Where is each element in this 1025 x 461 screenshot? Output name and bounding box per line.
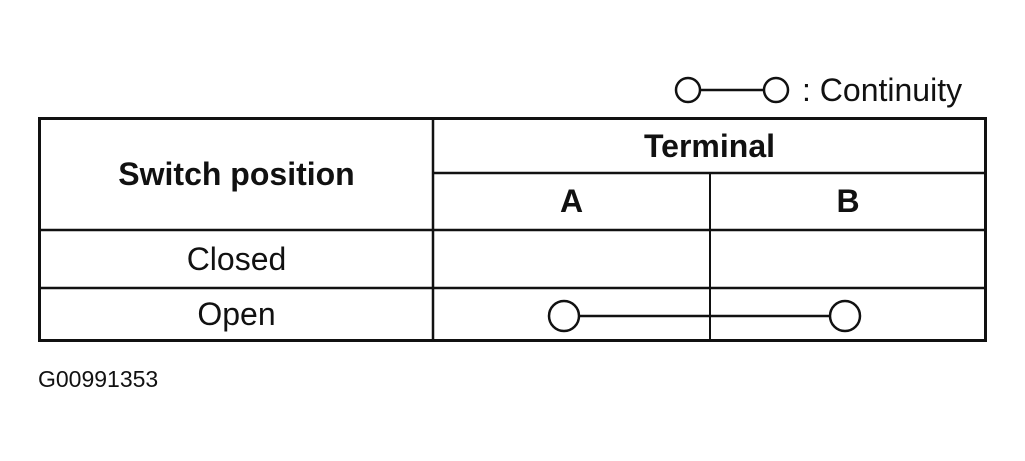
- header-terminal-a: A: [559, 183, 584, 219]
- header-switch-position: Switch position: [118, 156, 355, 192]
- figure-id: G00991353: [38, 366, 159, 392]
- continuity-symbol-icon: [674, 76, 790, 104]
- header-terminal-b: B: [836, 183, 860, 219]
- header-terminal: Terminal: [644, 127, 775, 164]
- legend-label: : Continuity: [802, 71, 963, 108]
- terminal-b-node: [828, 299, 862, 333]
- row-label-open: Open: [197, 296, 276, 332]
- terminal-a-node: [547, 299, 581, 333]
- continuity-legend: : Continuity: [670, 72, 962, 108]
- row-label-closed: Closed: [186, 240, 287, 277]
- continuity-mark-open: [547, 299, 862, 333]
